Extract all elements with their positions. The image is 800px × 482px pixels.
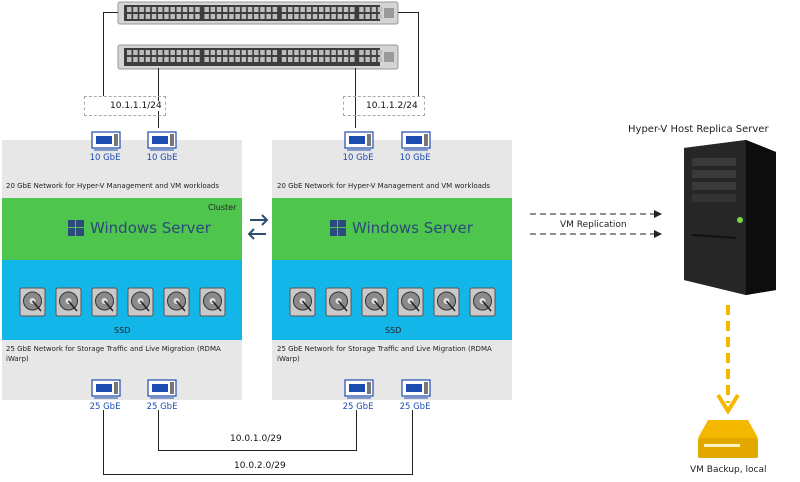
nic-label: 25 GbE (89, 402, 121, 412)
replication-arrows (530, 210, 662, 238)
network-card-icon (147, 379, 177, 399)
hard-disk-icon (91, 287, 118, 317)
cable (355, 68, 356, 128)
hard-disk-icon (127, 287, 154, 317)
windows-server-band (272, 198, 512, 260)
hard-disk-icon (55, 287, 82, 317)
hard-disk-icon (199, 287, 226, 317)
os-label: Windows Server (352, 219, 473, 237)
cable (103, 410, 104, 474)
cable (158, 68, 159, 128)
cable (103, 12, 104, 96)
windows-server-band (2, 198, 242, 260)
windows-logo-icon (330, 220, 346, 236)
ssd-label: SSD (114, 326, 131, 335)
cable (103, 474, 413, 475)
hard-disk-icon (19, 287, 46, 317)
hard-disk-icon (433, 287, 460, 317)
ssd-label: SSD (385, 326, 402, 335)
nic-label: 25 GbE (342, 402, 374, 412)
link-b-label: 10.0.2.0/29 (234, 461, 286, 471)
nic-label: 10 GbE (89, 153, 121, 163)
network-25-label: 25 GbE Network for Storage Traffic and L… (277, 345, 492, 363)
network-card-icon (401, 131, 431, 151)
network-25-label: 25 GbE Network for Storage Traffic and L… (6, 345, 221, 363)
network-card-icon (344, 131, 374, 151)
backup-drive-icon (698, 420, 758, 458)
network-card-icon (91, 131, 121, 151)
os-label: Windows Server (90, 219, 211, 237)
replica-server-title: Hyper-V Host Replica Server (628, 124, 769, 135)
network-20-label: 20 GbE Network for Hyper-V Management an… (6, 182, 219, 190)
nic-label: 25 GbE (399, 402, 431, 412)
cable (412, 410, 413, 474)
ip-left: 10.1.1.1/24 (108, 101, 164, 111)
hard-disk-icon (325, 287, 352, 317)
tower-server-icon (684, 140, 776, 295)
network-card-icon (344, 379, 374, 399)
backup-arrow (716, 305, 740, 415)
hard-disk-icon (163, 287, 190, 317)
windows-logo-icon (68, 220, 84, 236)
hard-disk-icon (397, 287, 424, 317)
network-20-label: 20 GbE Network for Hyper-V Management an… (277, 182, 490, 190)
cable (103, 12, 118, 13)
nic-label: 10 GbE (342, 153, 374, 163)
network-card-icon (91, 379, 121, 399)
network-card-icon (147, 131, 177, 151)
hard-disk-icon (361, 287, 388, 317)
cable (158, 410, 159, 450)
nic-label: 25 GbE (146, 402, 178, 412)
hard-disk-icon (289, 287, 316, 317)
link-a-label: 10.0.1.0/29 (230, 434, 282, 444)
cluster-label: Cluster (208, 203, 237, 212)
ip-box-right (343, 96, 425, 116)
hard-disk-icon (469, 287, 496, 317)
cable (158, 450, 357, 451)
bidirectional-arrows-icon (247, 214, 269, 240)
cable (356, 410, 357, 450)
replication-label: VM Replication (560, 220, 627, 230)
ip-right: 10.1.1.2/24 (364, 101, 420, 111)
backup-label: VM Backup, local (690, 465, 767, 475)
nic-label: 10 GbE (399, 153, 431, 163)
switch-bottom (117, 44, 399, 70)
switch-top (117, 1, 399, 25)
nic-label: 10 GbE (146, 153, 178, 163)
cable (418, 12, 419, 96)
cable (398, 12, 418, 13)
ip-box-left (84, 96, 166, 116)
network-card-icon (401, 379, 431, 399)
